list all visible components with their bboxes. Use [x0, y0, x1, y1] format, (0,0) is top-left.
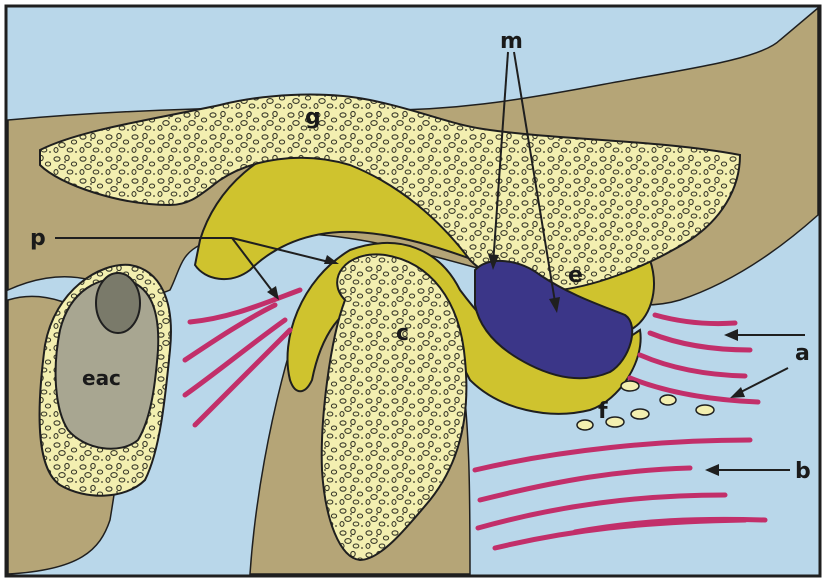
label-g: g [305, 105, 321, 130]
label-e: e [568, 263, 583, 288]
label-p: p [30, 226, 46, 251]
label-c: c [396, 321, 409, 346]
eac-dark-spot [96, 273, 140, 333]
label-m: m [500, 29, 523, 54]
label-f: f [598, 399, 608, 424]
label-b: b [795, 459, 811, 484]
label-eac: eac [82, 366, 121, 390]
label-a: a [795, 341, 810, 366]
